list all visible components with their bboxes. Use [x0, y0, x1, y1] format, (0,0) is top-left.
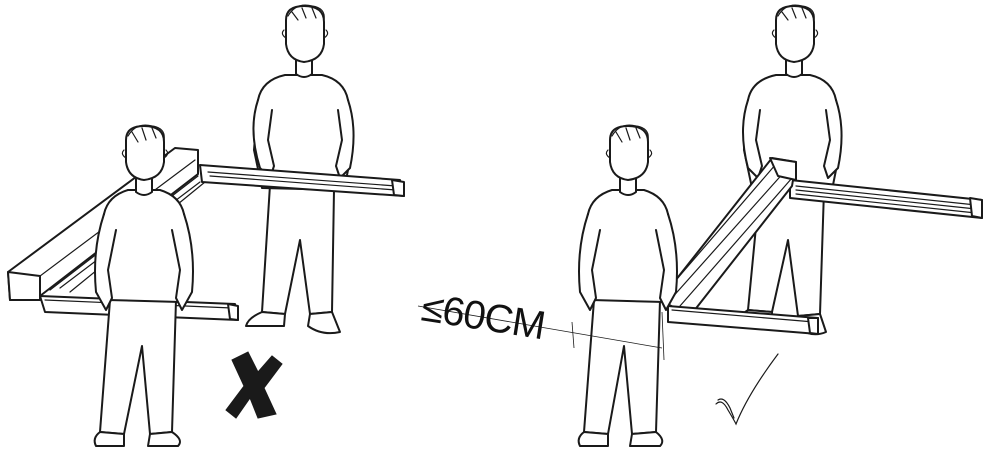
x-mark-icon [226, 352, 282, 418]
correct-carry-scene: ≤60CM [418, 5, 982, 446]
front-person-right [579, 125, 677, 446]
check-mark-icon [716, 354, 778, 424]
distance-limit-label: ≤60CM [419, 285, 548, 348]
incorrect-carry-scene [8, 5, 404, 446]
